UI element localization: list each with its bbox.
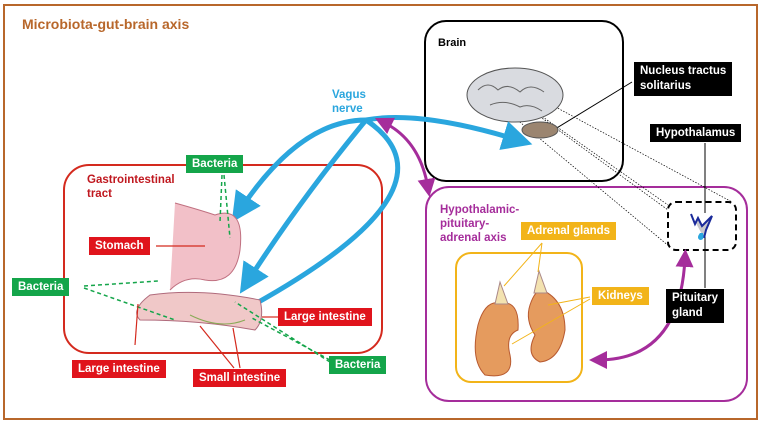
gi-pointer-lines (134, 245, 278, 369)
adrenal-glands-label: Adrenal glands (521, 222, 617, 240)
pituitary-icon (690, 213, 713, 240)
bacteria-lines (83, 174, 331, 363)
vagus-nerve-label: Vagus nerve (332, 88, 366, 116)
nts-line2: solitarius (640, 80, 692, 92)
gi-line1: Gastrointestinal (87, 174, 175, 186)
pituitary-inset-box (667, 201, 737, 251)
large-intestine-label-left: Large intestine (72, 360, 166, 378)
gi-illustration (136, 202, 263, 331)
brain-hpa-arrow (374, 117, 436, 197)
gi-tract-label: Gastrointestinal tract (87, 173, 175, 201)
vagus-line2: nerve (332, 103, 363, 115)
nts-line1: Nucleus tractus (640, 65, 727, 77)
hpa-axis-label: Hypothalamic- pituitary- adrenal axis (440, 203, 519, 245)
large-intestine-label-right: Large intestine (278, 308, 372, 326)
hpa-line3: adrenal axis (440, 232, 507, 244)
diagram-frame (3, 4, 758, 420)
pituitary-gland-label: Pituitary gland (666, 289, 725, 323)
brain-box (424, 20, 624, 182)
pituitary-kidney-arrow (589, 249, 694, 369)
vagus-line1: Vagus (332, 89, 366, 101)
gi-line2: tract (87, 188, 112, 200)
stomach-label: Stomach (89, 237, 150, 255)
hypothalamus-label: Hypothalamus (650, 124, 742, 142)
brain-label: Brain (438, 37, 467, 49)
bacteria-label-right: Bacteria (329, 356, 387, 374)
kidneys-illustration (474, 269, 566, 377)
hpa-axis-box (425, 186, 748, 402)
diagram-title: Microbiota-gut-brain axis (22, 16, 190, 32)
bacteria-label-top: Bacteria (186, 155, 244, 173)
kidney-box (455, 252, 583, 383)
small-intestine-label: Small intestine (193, 369, 287, 387)
bacteria-label-left: Bacteria (12, 278, 70, 296)
pituitary-line2: gland (672, 307, 703, 319)
pituitary-line1: Pituitary (672, 292, 719, 304)
hpa-line2: pituitary- (440, 218, 490, 230)
kidneys-label: Kidneys (592, 287, 649, 305)
hpa-line1: Hypothalamic- (440, 204, 520, 216)
hpa-pointer-lines (503, 242, 591, 345)
nts-label: Nucleus tractus solitarius (634, 62, 733, 96)
